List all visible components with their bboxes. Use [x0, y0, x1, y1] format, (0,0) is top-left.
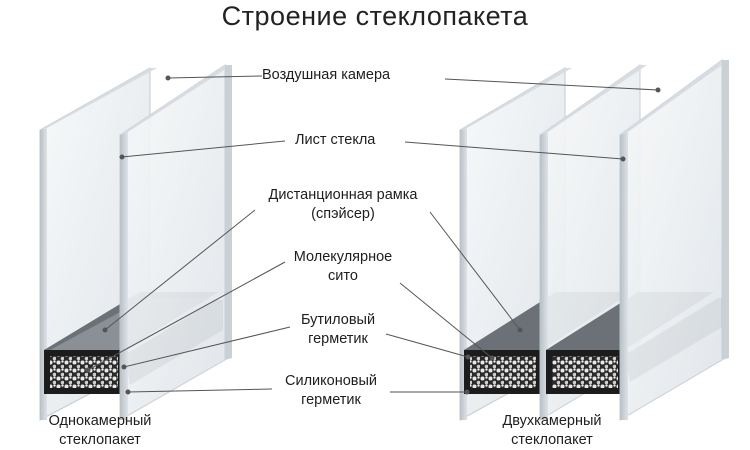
label-glass-sheet: Лист стекла — [295, 131, 375, 150]
label-butyl-line1: Бутиловый — [288, 311, 388, 330]
label-air-chamber-text: Воздушная камера — [262, 67, 390, 83]
caption-double-line1: Двухкамерный — [482, 412, 622, 431]
label-sieve-line2: сито — [278, 267, 408, 286]
label-glass-sheet-text: Лист стекла — [295, 132, 375, 148]
label-butyl-line2: герметик — [288, 330, 388, 349]
double-chamber-unit — [460, 60, 729, 420]
caption-single-line1: Однокамерный — [30, 412, 170, 431]
label-spacer-line1: Дистанционная рамка — [248, 186, 438, 205]
caption-double-chamber: Двухкамерный стеклопакет — [482, 412, 622, 450]
label-air-chamber: Воздушная камера — [262, 66, 390, 85]
caption-single-line2: стеклопакет — [30, 431, 170, 450]
single-chamber-unit — [40, 65, 232, 420]
label-silicone-line1: Силиконовый — [272, 372, 390, 391]
label-molecular-sieve: Молекулярное сито — [278, 248, 408, 286]
label-spacer: Дистанционная рамка (спэйсер) — [248, 186, 438, 224]
label-sieve-line1: Молекулярное — [278, 248, 408, 267]
caption-double-line2: стеклопакет — [482, 431, 622, 450]
caption-single-chamber: Однокамерный стеклопакет — [30, 412, 170, 450]
label-butyl-sealant: Бутиловый герметик — [288, 311, 388, 349]
label-spacer-line2: (спэйсер) — [248, 205, 438, 224]
label-silicone-line2: герметик — [272, 391, 390, 410]
label-silicone-sealant: Силиконовый герметик — [272, 372, 390, 410]
